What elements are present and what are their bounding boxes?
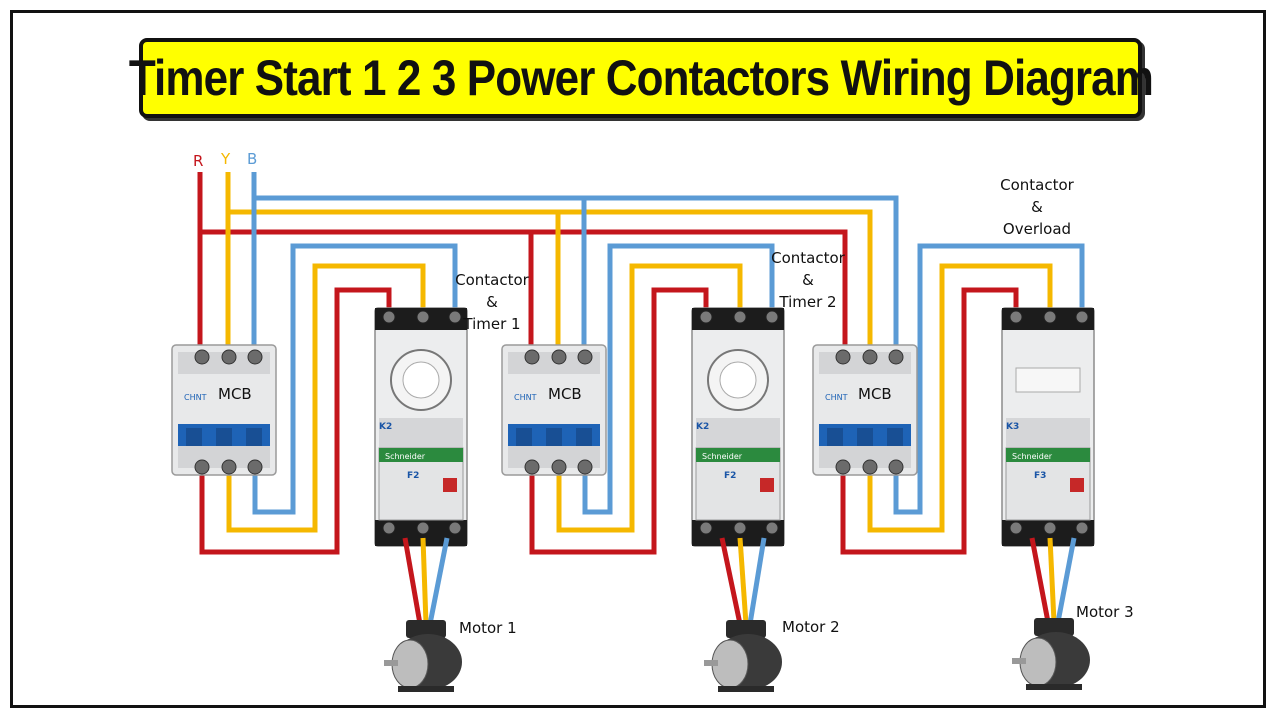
contactor-label-3-line1: Contactor: [1000, 176, 1075, 194]
contactor-label-2-line3: Timer 2: [778, 293, 836, 311]
mcb-brand-2: CHNT: [514, 393, 537, 402]
phase-label-b: B: [247, 150, 257, 168]
page-title: Timer Start 1 2 3 Power Contactors Wirin…: [128, 50, 1153, 106]
contactor-tag-2: K2: [696, 422, 709, 432]
contactor-brand-1: Schneider: [385, 452, 426, 461]
motor-2: [704, 620, 782, 692]
contactor-label-1-line3: Timer 1: [462, 315, 520, 333]
bus-blue: [251, 172, 899, 352]
mcb-1: CHNT: [171, 344, 277, 476]
contactor-tag-3: K3: [1006, 422, 1019, 432]
supply-bus: [197, 172, 899, 352]
contactor-label-3-line2: &: [1031, 198, 1043, 216]
motor-3: [1012, 618, 1090, 690]
mcb-label-2: MCB: [548, 385, 582, 403]
contactor-label-2-line1: Contactor: [771, 249, 846, 267]
mcb-to-contactor-wires-3: [840, 243, 1085, 555]
diagram-frame: [10, 10, 1266, 708]
phase-label-y: Y: [220, 150, 231, 168]
contactor-label-1-line1: Contactor: [455, 271, 530, 289]
contactor-label-2-line2: &: [802, 271, 814, 289]
contactor-to-motor-wires-2: [719, 537, 767, 625]
motor-1: [384, 620, 462, 692]
contactor-label-1-line2: &: [486, 293, 498, 311]
motor-label-1: Motor 1: [459, 619, 517, 637]
overload-tag-1: F2: [407, 471, 419, 481]
mcb-brand-3: CHNT: [825, 393, 848, 402]
motor-label-2: Motor 2: [782, 618, 840, 636]
contactor-tag-1: K2: [379, 422, 392, 432]
motor-label-3: Motor 3: [1076, 603, 1134, 621]
mcb-label-1: MCB: [218, 385, 252, 403]
mcb-label-3: MCB: [858, 385, 892, 403]
contactor-to-motor-wires-1: [402, 537, 450, 625]
mcb-2: CHNT: [501, 344, 607, 476]
phase-label-r: R: [193, 152, 203, 170]
bus-yellow: [225, 172, 873, 352]
overload-tag-2: F2: [724, 471, 736, 481]
bus-red: [197, 172, 848, 352]
overload-tag-3: F3: [1034, 471, 1046, 481]
contactor-brand-3: Schneider: [1012, 452, 1053, 461]
title-banner: Timer Start 1 2 3 Power Contactors Wirin…: [128, 38, 1153, 118]
contactor-label-3-line3: Overload: [1003, 220, 1071, 238]
mcb-to-contactor-wires-1: [199, 243, 458, 555]
mcb-to-contactor-wires-2: [529, 243, 775, 555]
mcb-brand-1: CHNT: [184, 393, 207, 402]
contactor-brand-2: Schneider: [702, 452, 743, 461]
contactor-to-motor-wires-3: [1029, 537, 1077, 623]
mcb-3: CHNT: [812, 344, 918, 476]
